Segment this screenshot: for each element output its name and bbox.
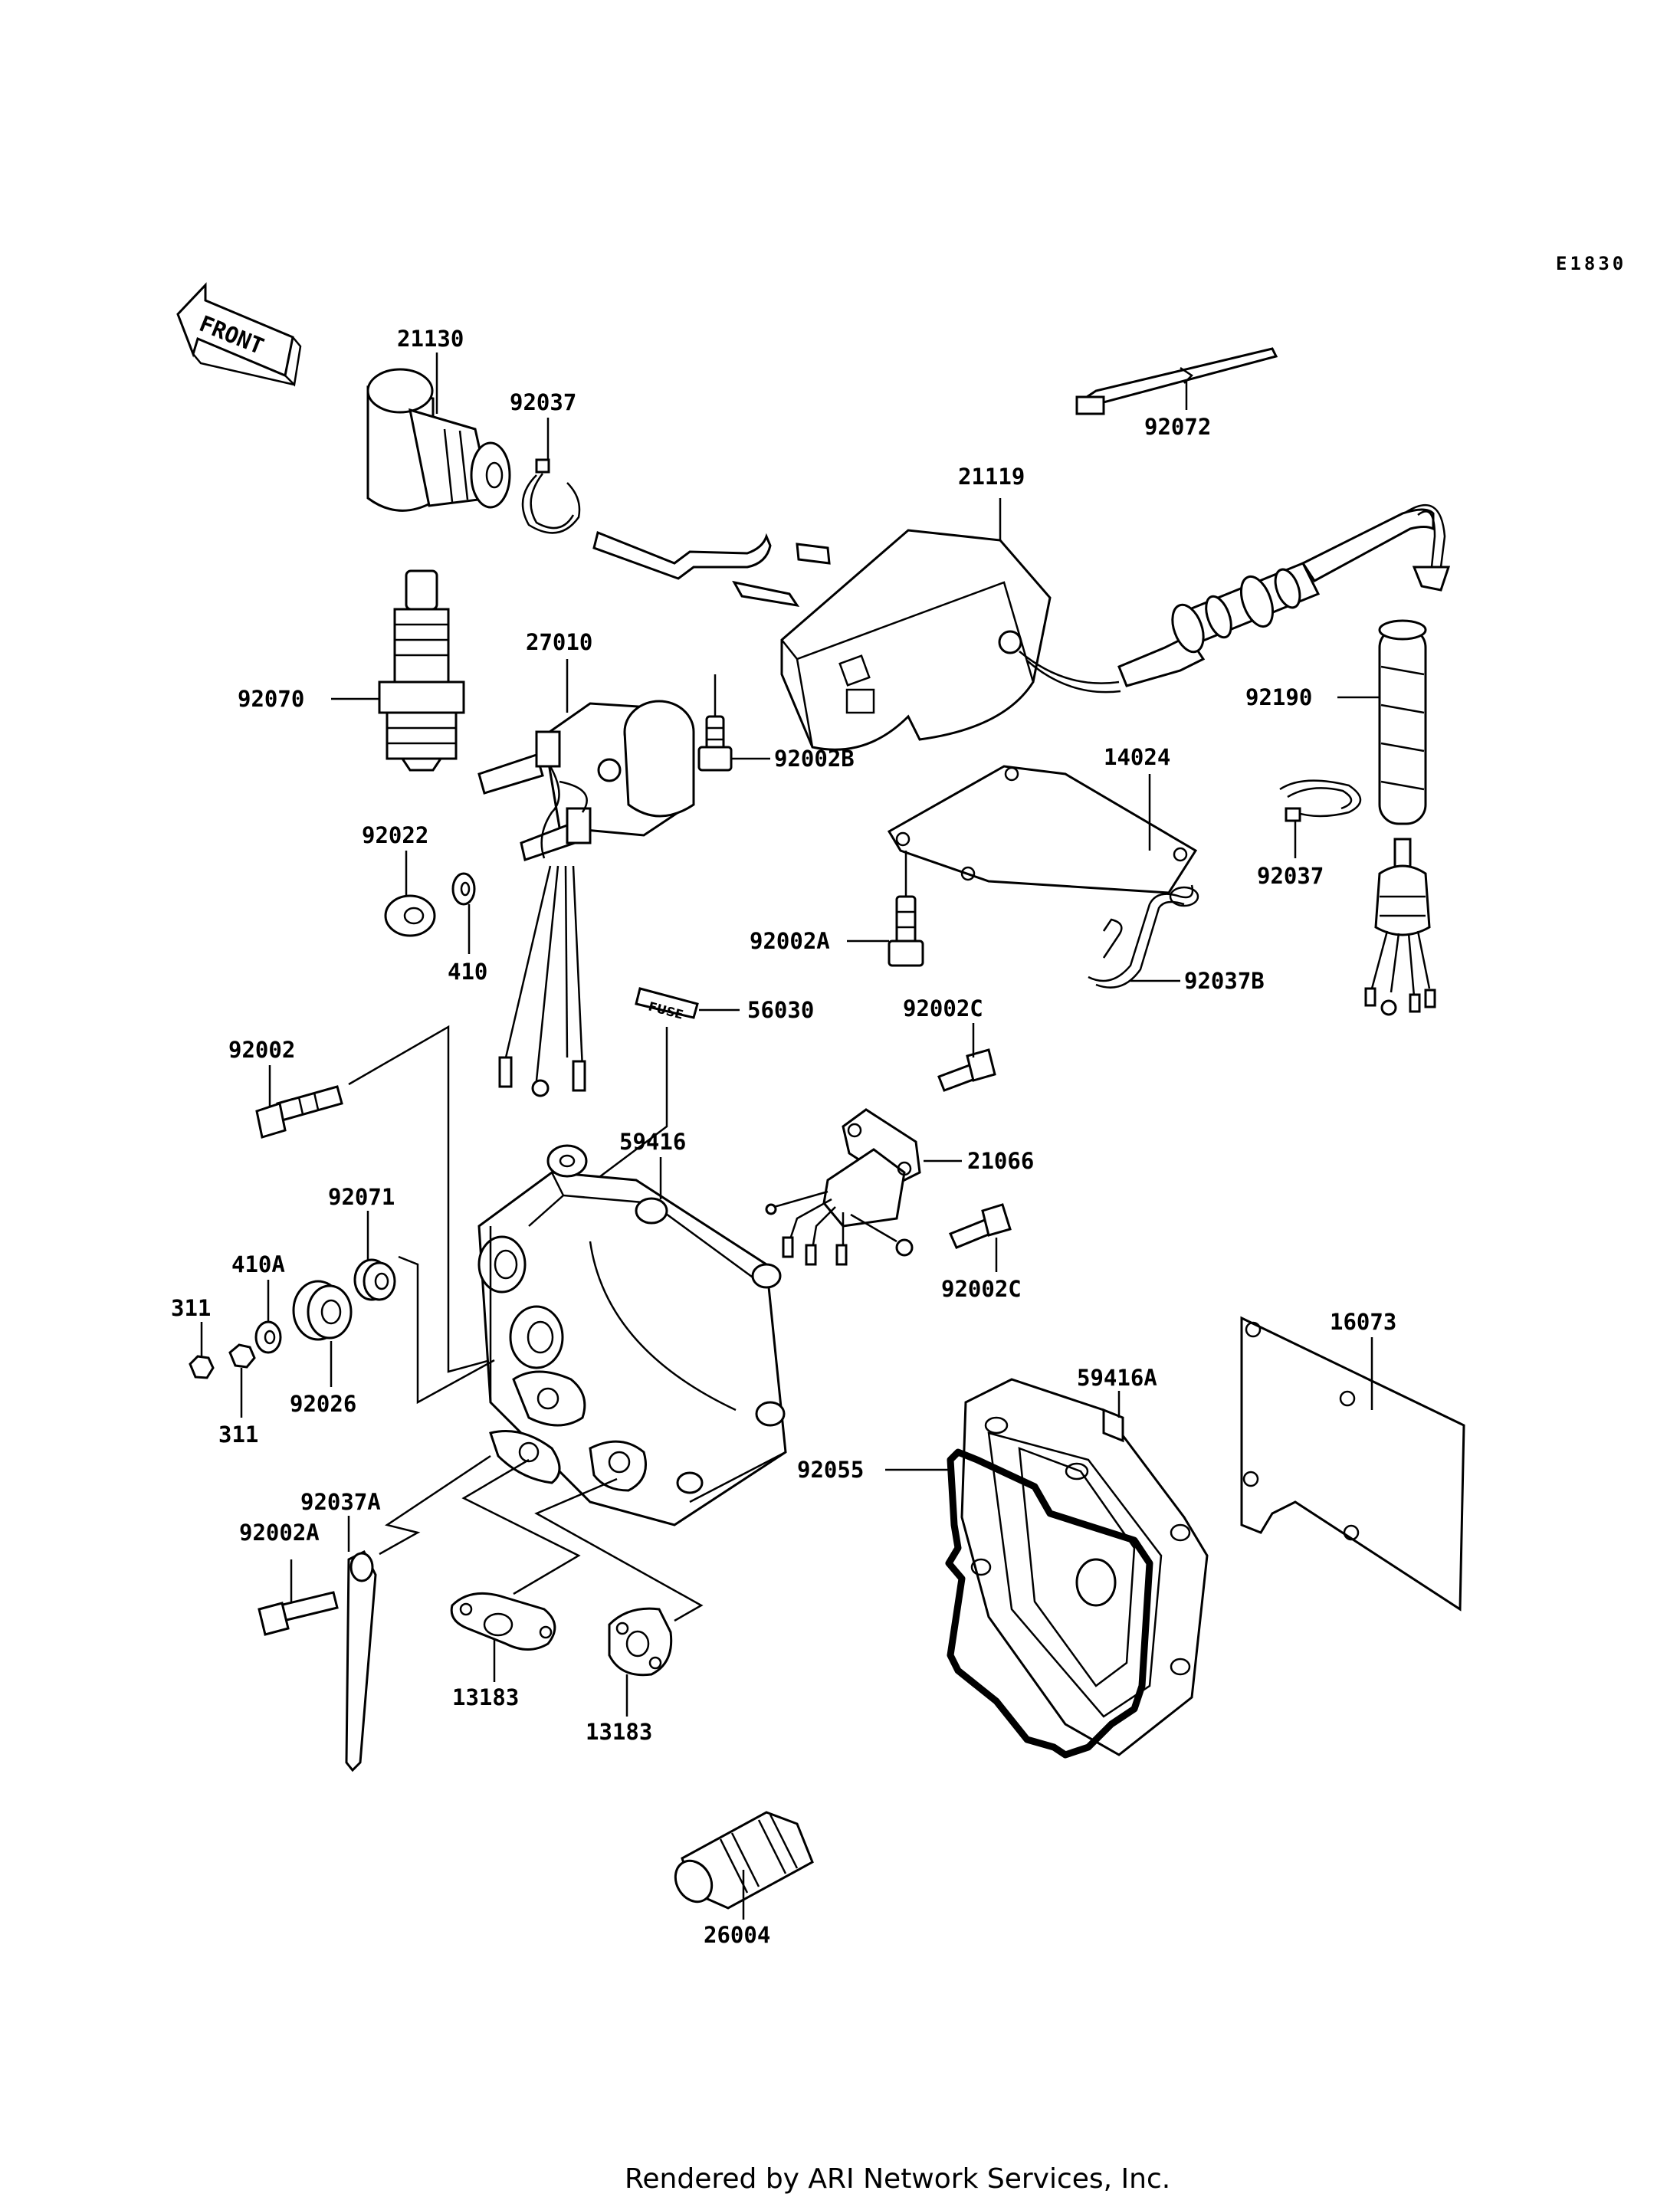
- leader-13183-right-to-box: [534, 1477, 704, 1622]
- callout-16073: 16073: [1330, 1309, 1396, 1335]
- callout-92037B: 92037B: [1184, 968, 1265, 994]
- callout-92002A-mid: 92002A: [750, 928, 830, 954]
- callout-92026: 92026: [290, 1391, 356, 1417]
- callout-92055: 92055: [797, 1457, 864, 1483]
- cable-tie-92072: [1075, 347, 1278, 415]
- callout-410A: 410A: [231, 1251, 285, 1277]
- connector-right: [1364, 838, 1436, 1016]
- cable-tie-92037A: [345, 1549, 377, 1772]
- bolt-92002B: [697, 715, 733, 772]
- clamp-92037B: [1088, 884, 1199, 989]
- diagram-code: E1830: [1556, 253, 1626, 274]
- bolt-92002A-mid: [888, 895, 924, 967]
- callout-56030: 56030: [747, 997, 814, 1023]
- callout-26004: 26004: [704, 1922, 770, 1948]
- callout-92071: 92071: [328, 1184, 395, 1210]
- callout-311-top: 311: [171, 1295, 211, 1321]
- callout-21119: 21119: [958, 464, 1025, 490]
- bolt-92002A-low: [258, 1591, 339, 1636]
- bolt-92002C-bottom: [948, 1203, 1012, 1249]
- cover-59416A: [960, 1378, 1209, 1756]
- fuse-56030: FUSE: [635, 987, 699, 1022]
- front-arrow-icon: FRONT: [176, 282, 302, 387]
- nut-311-bottom: [228, 1343, 256, 1369]
- washer-410: [451, 872, 476, 906]
- grommet-92026: [292, 1280, 353, 1341]
- callout-14024: 14024: [1104, 744, 1170, 770]
- callout-21066: 21066: [967, 1148, 1034, 1174]
- sleeve-92190: [1378, 619, 1427, 825]
- callout-92190: 92190: [1245, 684, 1312, 710]
- gasket-13183-right: [608, 1607, 673, 1677]
- spark-plug-92070: [378, 569, 465, 772]
- plate-14024: [887, 765, 1198, 894]
- callout-59416A: 59416A: [1077, 1365, 1157, 1391]
- ignition-coil-27010: [477, 700, 695, 1097]
- callout-92072: 92072: [1144, 414, 1211, 440]
- callout-92037-top: 92037: [510, 389, 576, 415]
- callout-311-bottom: 311: [218, 1421, 258, 1448]
- bolt-92002: [255, 1085, 343, 1139]
- washer-92022: [384, 894, 436, 937]
- cdi-box-21119: [592, 529, 1121, 751]
- leader-13183-left-to-box: [461, 1458, 581, 1595]
- spark-plug-cap-21130: [366, 368, 511, 512]
- callout-92070: 92070: [238, 686, 304, 712]
- leader-fuse-to-box: [589, 1027, 668, 1185]
- nut-311-top: [189, 1355, 215, 1379]
- plate-16073: [1240, 1316, 1465, 1612]
- electric-case-59416: [477, 1144, 787, 1526]
- callout-21130: 21130: [397, 326, 464, 352]
- fuse-holder-26004: [674, 1811, 814, 1910]
- callout-92002A-low: 92002A: [239, 1520, 320, 1546]
- bolt-92002C-top: [937, 1048, 996, 1092]
- callout-410: 410: [448, 959, 487, 985]
- callout-27010: 27010: [526, 629, 592, 655]
- grommet-92071: [353, 1258, 396, 1301]
- callout-92002C-top: 92002C: [903, 995, 983, 1021]
- regulator-21066: [765, 1108, 921, 1266]
- gasket-92055: [945, 1448, 1153, 1759]
- wire-harness: [1117, 503, 1451, 687]
- callout-59416: 59416: [619, 1129, 686, 1155]
- callout-92002C-bottom: 92002C: [941, 1276, 1022, 1302]
- callout-13183-right: 13183: [586, 1719, 652, 1745]
- callout-92002: 92002: [228, 1037, 295, 1063]
- callout-92002B: 92002B: [774, 746, 855, 772]
- callout-92037A: 92037A: [300, 1489, 381, 1515]
- clamp-92037-right: [1279, 779, 1362, 822]
- leader-92071-to-box: [398, 1255, 495, 1405]
- gasket-13183-left: [450, 1592, 556, 1651]
- callout-13183-left: 13183: [452, 1684, 519, 1710]
- washer-410A: [254, 1320, 282, 1354]
- leader-92037A-to-box: [379, 1454, 491, 1556]
- callout-92022: 92022: [362, 822, 428, 848]
- callout-92037-right: 92037: [1257, 863, 1324, 889]
- footer-credit: Rendered by ARI Network Services, Inc.: [625, 2163, 1170, 2195]
- leader-92002-to-box: [348, 1025, 491, 1373]
- clamp-92037-top: [521, 458, 581, 534]
